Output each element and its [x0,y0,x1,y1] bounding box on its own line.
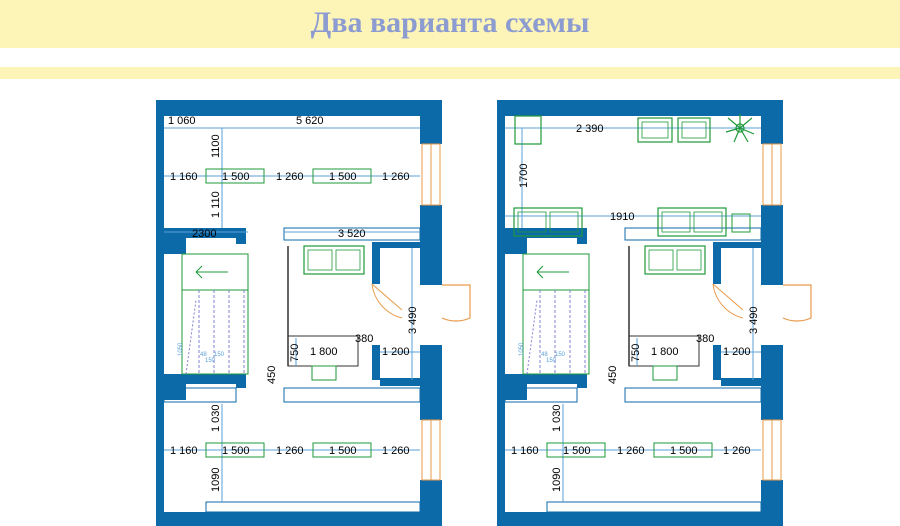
dim-label: 1 160 [170,445,198,457]
dim-label: 1 200 [723,346,751,358]
plan-left: 1 060 5 620 1100 1 110 1 160 1 500 1 260… [155,99,471,526]
dim-label: 1910 [610,211,634,223]
dim-label: 1 030 [551,404,563,432]
dim-label: 450 [607,366,619,384]
dim-label: 1 800 [310,346,338,358]
dim-label: 1090 [210,468,222,492]
dim-label: 1090 [551,468,563,492]
dim-label: 1 800 [651,346,679,358]
dim-label: 750 [289,344,301,362]
dim-label: 1 260 [382,171,410,183]
plan-right: 2 390 1700 1910 3 490 750 1 800 380 1 20… [496,99,812,526]
dim-label: 1 500 [670,445,698,457]
title-banner [0,0,900,48]
dim-label: 1 200 [382,346,410,358]
dim-label: 380 [355,333,373,345]
dim-label: 1 500 [563,445,591,457]
dim-label: 1 500 [329,445,357,457]
decorative-stripe [0,67,900,79]
dim-label: 1 030 [210,404,222,432]
plant-icon [725,114,755,143]
dim-label: 3 520 [338,228,366,240]
dim-label: 1100 [210,134,222,158]
dim-label: 1 500 [222,445,250,457]
dim-label: 2 390 [576,123,604,135]
dim-label: 380 [696,333,714,345]
dim-label: 1 260 [617,445,645,457]
dim-label: 1700 [518,164,530,188]
page-title: Два варианта схемы [310,6,590,39]
dim-label: 5 620 [296,115,324,127]
dim-label: 1 160 [170,171,198,183]
dim-label: 1 260 [723,445,751,457]
dim-label: 450 [266,366,278,384]
dim-label: 3 490 [748,306,760,334]
dim-label: 1 110 [210,191,222,218]
dim-label: 2300 [192,228,216,240]
dim-label: 750 [630,344,642,362]
dim-label: 1 500 [329,171,357,183]
dim-label: 1 260 [276,171,304,183]
dim-label: 1 260 [276,445,304,457]
dim-label: 1 260 [382,445,410,457]
dim-label: 3 490 [407,306,419,334]
dim-label: 1 060 [168,115,196,127]
dim-label: 1 500 [222,171,250,183]
dim-label: 1 160 [511,445,539,457]
